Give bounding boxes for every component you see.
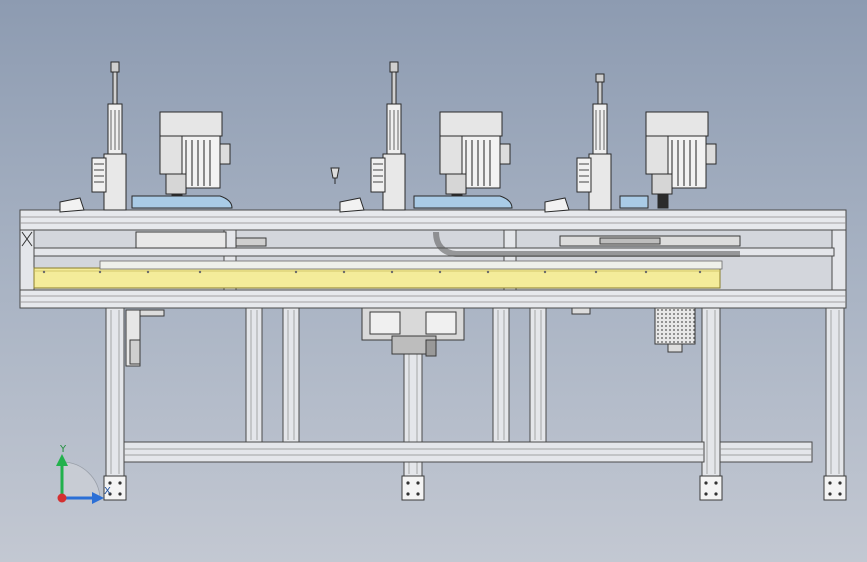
- z-axis-dot: [57, 493, 67, 503]
- coordinate-triad: Y X: [56, 444, 111, 504]
- y-axis-arrow: [56, 454, 68, 466]
- x-axis-label: X: [104, 486, 111, 497]
- station-3[interactable]: [544, 73, 717, 213]
- frame-bottom-stretcher: [123, 441, 813, 463]
- under-table-hardware: [125, 305, 696, 367]
- conveyor-plate: [33, 260, 723, 289]
- station-1[interactable]: [59, 61, 233, 213]
- frame-legs: [105, 307, 845, 477]
- y-axis-label: Y: [59, 444, 67, 455]
- station-2[interactable]: [330, 61, 513, 213]
- table-frame: [19, 209, 847, 309]
- x-axis-arrow: [92, 492, 104, 504]
- cable-chain: [135, 231, 741, 257]
- frame-feet: [103, 475, 847, 501]
